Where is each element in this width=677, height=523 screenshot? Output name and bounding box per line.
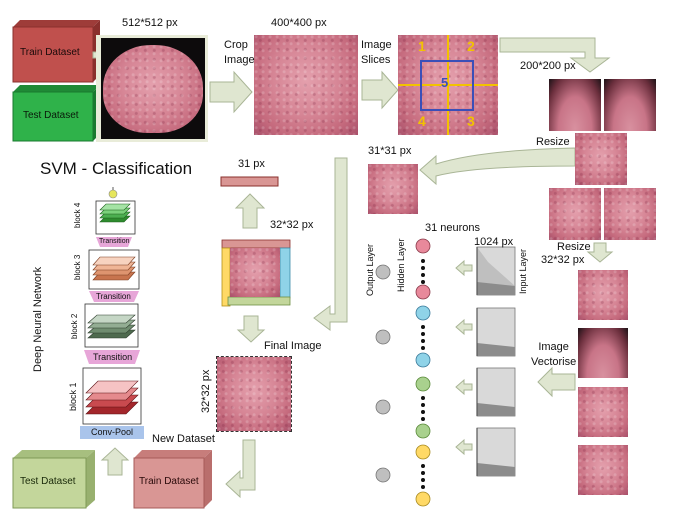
arrow-resize-down bbox=[586, 242, 614, 263]
label-conv-pool: Conv-Pool bbox=[91, 427, 134, 437]
label-1024: 1024 px bbox=[474, 236, 514, 248]
label-32x32-right: 32*32 px bbox=[541, 254, 585, 266]
train-dataset-top-box bbox=[12, 20, 100, 83]
conv-pool-shape bbox=[80, 426, 144, 439]
label-200: 200*200 px bbox=[520, 60, 576, 72]
image-31x31 bbox=[368, 164, 418, 214]
label-transition-bottom: Transition bbox=[93, 352, 133, 362]
slice-label-5: 5 bbox=[441, 75, 449, 90]
block-3-stack bbox=[88, 249, 140, 290]
label-deep-neural-network: Deep Neural Network bbox=[32, 266, 44, 372]
slice-vline bbox=[447, 35, 449, 135]
pad-bottom bbox=[227, 296, 291, 306]
label-32x32-final: 32*32 px bbox=[200, 369, 212, 413]
slice-label-2: 2 bbox=[467, 38, 475, 54]
padded-tile-inner bbox=[230, 248, 280, 297]
arrow-to-slices bbox=[361, 70, 399, 110]
vector-box-4 bbox=[476, 427, 516, 477]
label-transition-top: Transition bbox=[99, 238, 130, 245]
label-final-image: Final Image bbox=[264, 340, 322, 352]
arrow-up-to-31 bbox=[234, 193, 266, 229]
vector-box-3 bbox=[476, 367, 516, 417]
arrow-dataset-up bbox=[100, 447, 130, 476]
arrow-down-to-final bbox=[236, 315, 266, 343]
test-dataset-bottom-box bbox=[12, 450, 95, 509]
arrow-to-crop bbox=[209, 70, 253, 114]
label-output-layer: Output Layer bbox=[365, 243, 375, 296]
slice-center-box bbox=[420, 60, 474, 111]
label-test-dataset-bottom: Test Dataset bbox=[20, 476, 76, 487]
arrow-resize-to-31 bbox=[419, 147, 576, 186]
slice-200-3 bbox=[604, 188, 656, 240]
label-train-dataset-bottom: Train Dataset bbox=[139, 476, 199, 487]
slice-label-1: 1 bbox=[418, 38, 426, 54]
label-new-dataset: New Dataset bbox=[152, 433, 215, 445]
label-32x32-mid: 32*32 px bbox=[270, 219, 314, 231]
slice-200-4 bbox=[549, 188, 601, 240]
label-input-layer: Input Layer bbox=[518, 248, 528, 294]
transition-top-shape bbox=[96, 237, 132, 247]
slice-label-4: 4 bbox=[418, 113, 426, 129]
resized-32-1 bbox=[578, 270, 628, 320]
arrow-input-2 bbox=[455, 318, 473, 336]
label-hidden-layer: Hidden Layer bbox=[396, 238, 406, 292]
label-block-2: block 2 bbox=[70, 313, 79, 339]
hidden-layer-neurons bbox=[415, 238, 431, 507]
label-400: 400*400 px bbox=[271, 17, 327, 29]
label-block-4: block 4 bbox=[73, 202, 82, 228]
arrow-slices-to-200 bbox=[499, 37, 611, 73]
slice-200-1 bbox=[549, 79, 601, 131]
arrow-to-final-image bbox=[313, 157, 348, 331]
svm-title: SVM - Classification bbox=[40, 159, 193, 178]
tongue-image-512 bbox=[103, 45, 203, 133]
label-resize-2: Resize bbox=[557, 241, 591, 253]
label-test-dataset-top: Test Dataset bbox=[23, 110, 79, 121]
train-dataset-bottom-box bbox=[133, 450, 212, 509]
arrow-final-to-dataset bbox=[225, 439, 256, 499]
label-crop-image: Crop Image bbox=[224, 38, 255, 68]
label-image-vectorise-text: Image Vectorise bbox=[531, 341, 577, 368]
strip-31px bbox=[220, 176, 279, 187]
slice-200-2 bbox=[604, 79, 656, 131]
slice-200-5 bbox=[575, 133, 627, 185]
transition-mid-shape bbox=[89, 291, 139, 302]
label-resize-1: Resize bbox=[536, 136, 570, 148]
arrow-vectorise bbox=[537, 366, 576, 398]
block-4-stack bbox=[95, 200, 136, 235]
vector-box-2 bbox=[476, 307, 516, 357]
slice-label-3: 3 bbox=[467, 113, 475, 129]
label-image-vectorise: Image Vectorise bbox=[531, 340, 576, 370]
output-layer-neurons bbox=[375, 264, 391, 483]
arrow-input-3 bbox=[455, 378, 473, 396]
label-512: 512*512 px bbox=[122, 17, 178, 29]
label-image-slices-text: Image Slices bbox=[361, 39, 392, 66]
vector-box-1 bbox=[476, 246, 516, 296]
arrow-input-1 bbox=[455, 259, 473, 277]
block-1-stack bbox=[82, 367, 142, 425]
label-31x31: 31*31 px bbox=[368, 145, 412, 157]
transition-bottom-shape bbox=[84, 350, 140, 364]
final-image bbox=[216, 356, 292, 432]
output-node-icon bbox=[108, 189, 118, 199]
label-31-neurons: 31 neurons bbox=[425, 222, 481, 234]
label-block-3: block 3 bbox=[73, 254, 82, 280]
resized-32-4 bbox=[578, 445, 628, 495]
label-block-1: block 1 bbox=[68, 382, 78, 411]
label-transition-mid: Transition bbox=[96, 292, 131, 301]
label-image-slices: Image Slices bbox=[361, 38, 392, 68]
resized-32-2 bbox=[578, 328, 628, 378]
label-train-dataset-top: Train Dataset bbox=[20, 47, 80, 58]
pad-top bbox=[221, 239, 291, 249]
label-31px: 31 px bbox=[238, 158, 265, 170]
label-crop-image-text: Crop Image bbox=[224, 39, 255, 66]
tongue-image-400 bbox=[254, 35, 358, 135]
arrow-input-4 bbox=[455, 438, 473, 456]
resized-32-3 bbox=[578, 387, 628, 437]
pad-right bbox=[279, 247, 291, 299]
block-2-stack bbox=[84, 303, 139, 348]
